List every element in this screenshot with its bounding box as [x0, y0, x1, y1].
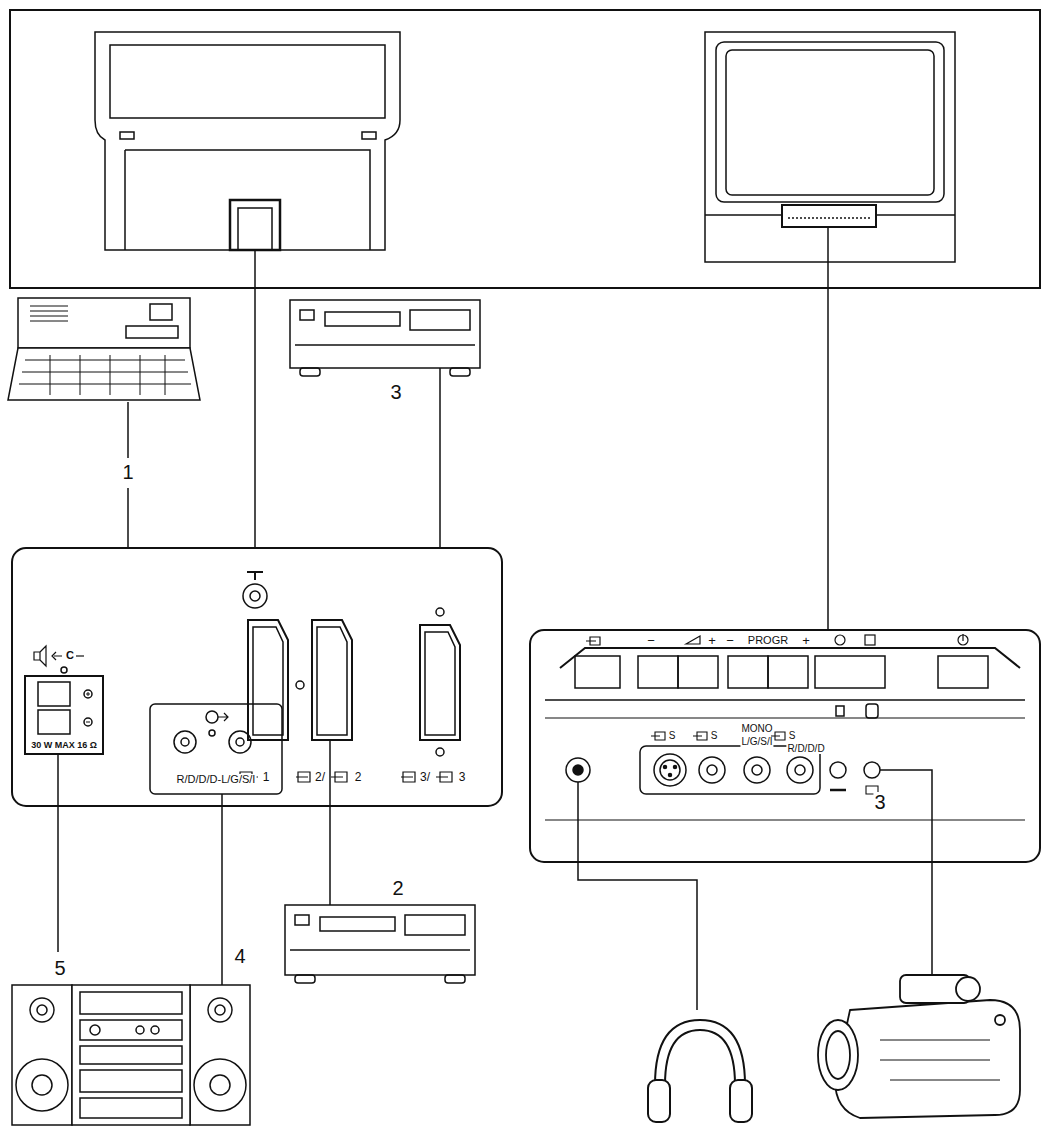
- button-label: −: [725, 634, 735, 647]
- speaker-rating: 30 W MAX 16 Ω: [30, 741, 98, 750]
- callout-number: 1: [121, 462, 134, 482]
- wire-1: [127, 402, 129, 458]
- jack-label: S: [668, 731, 677, 741]
- rear-panel-wire: [254, 250, 256, 548]
- jack-label: R/D/D/D: [786, 744, 825, 754]
- headphone-wire: [578, 782, 697, 1010]
- front-panel-wire: [827, 227, 829, 630]
- scart-number: 3: [458, 771, 467, 783]
- scart-number: 2: [354, 771, 363, 783]
- tv-front: [705, 32, 955, 262]
- callout-number: 3: [873, 792, 886, 812]
- speaker-symbol: C: [65, 650, 75, 661]
- vcr: [285, 905, 475, 983]
- tv-rear: [95, 32, 400, 250]
- camcorder: [818, 975, 1020, 1118]
- vcr: [290, 300, 480, 376]
- rear-panel: [12, 548, 502, 806]
- jack-label: L/G/S/I: [740, 737, 773, 747]
- callout-number: 4: [233, 946, 246, 966]
- tv-frame: [10, 10, 1040, 288]
- callout-number: 5: [53, 958, 66, 978]
- computer: [8, 298, 200, 400]
- callout-number: 3: [389, 382, 402, 402]
- jack-label: S: [710, 731, 719, 741]
- button-label: +: [801, 634, 811, 647]
- hifi-stereo: [12, 985, 250, 1125]
- button-label: PROGR: [747, 635, 789, 646]
- button-label: +: [707, 634, 717, 647]
- headphones: [648, 1020, 752, 1122]
- scart-number: 3/: [419, 771, 431, 783]
- scart-number: 2/: [314, 771, 326, 783]
- scart-number: 1: [262, 771, 271, 783]
- wire-3: [880, 770, 932, 975]
- front-panel: [530, 630, 1040, 862]
- jack-label: S: [788, 731, 797, 741]
- wire-2: [329, 740, 331, 905]
- socket-label: R/D/D/D-L/G/S/I: [176, 774, 257, 785]
- wire-4: [221, 794, 223, 985]
- wire-5: [57, 754, 59, 952]
- callout-number: 2: [391, 878, 404, 898]
- jack-label: MONO: [740, 724, 773, 734]
- button-label: −: [646, 634, 656, 647]
